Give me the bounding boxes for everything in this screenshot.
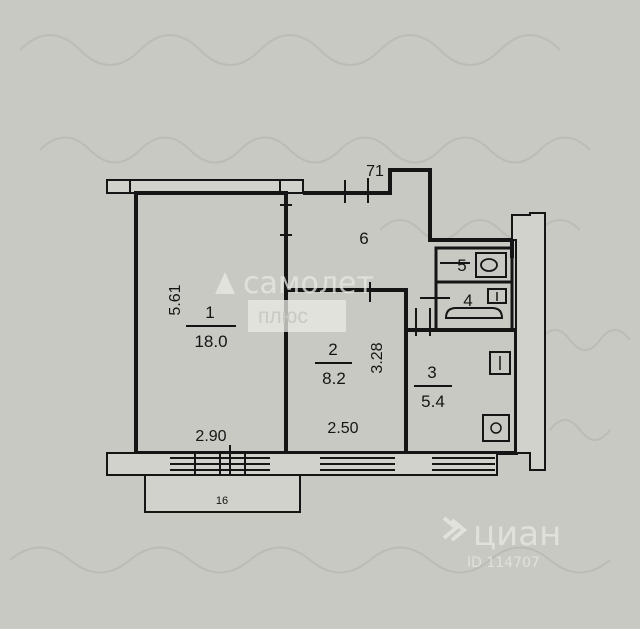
sink-icon xyxy=(489,351,511,375)
room-5 xyxy=(434,246,514,284)
washbasin-icon xyxy=(487,288,507,304)
window-3 xyxy=(432,457,495,471)
room-2-height-dimension: 3.28 xyxy=(369,342,386,373)
room-1-width-dimension: 2.90 xyxy=(195,428,226,445)
samolet-watermark: самолет плюс xyxy=(215,266,374,332)
room-1-area: 18.0 xyxy=(194,332,227,351)
cian-watermark-text: циан xyxy=(473,514,561,554)
top-dimension-mark: 71 xyxy=(366,163,384,180)
bottom-wall xyxy=(106,445,498,485)
room-3-area: 5.4 xyxy=(421,392,445,411)
room-4-number: 4 xyxy=(463,291,472,310)
toilet-icon xyxy=(480,258,498,272)
room-5-number: 5 xyxy=(457,256,466,275)
samolet-watermark-text: самолет xyxy=(243,266,374,301)
room-2-area: 8.2 xyxy=(322,369,346,388)
cian-watermark: циан ID 114707 xyxy=(442,514,561,571)
room-2-width-dimension: 2.50 xyxy=(327,420,358,437)
window-1 xyxy=(170,445,270,485)
room-3-number: 3 xyxy=(427,363,436,382)
balcony-dimension-mark: 16 xyxy=(216,495,228,507)
room-6-number: 6 xyxy=(359,229,368,248)
cian-watermark-id: ID 114707 xyxy=(467,555,540,571)
right-wall xyxy=(511,212,546,471)
room-1-number: 1 xyxy=(205,303,214,322)
balcony xyxy=(144,474,301,513)
background-handwriting xyxy=(9,34,631,574)
window-2 xyxy=(320,457,395,471)
room-1-height-dimension: 5.61 xyxy=(167,284,184,315)
room-6 xyxy=(303,168,514,258)
samolet-watermark-sub: плюс xyxy=(258,305,308,328)
stove-icon xyxy=(482,414,510,442)
room-2-number: 2 xyxy=(328,340,337,359)
bathtub-icon xyxy=(444,307,504,319)
